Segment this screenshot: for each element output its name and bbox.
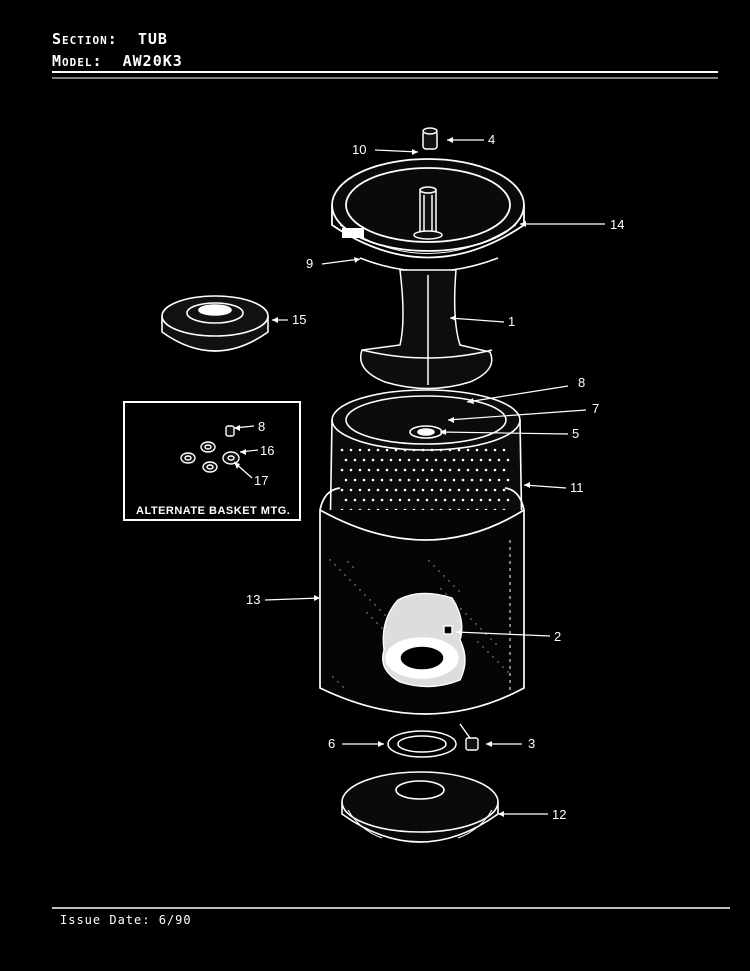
callout-10: 10 xyxy=(352,142,366,157)
callout-6: 6 xyxy=(328,736,335,751)
leader-lines xyxy=(233,139,605,815)
callout-12: 12 xyxy=(552,807,566,822)
part-12-base xyxy=(341,771,499,843)
inset-caption: ALTERNATE BASKET MTG. xyxy=(136,505,290,517)
inset-frame xyxy=(123,401,301,521)
section-value: TUB xyxy=(137,30,168,48)
spline-shaft xyxy=(413,186,443,240)
part-1-agitator xyxy=(360,269,493,390)
issue-date-value: 6/90 xyxy=(158,913,192,927)
callout-3: 3 xyxy=(528,736,535,751)
callout-4: 4 xyxy=(488,132,495,147)
model-heading: Model: AW20K3 xyxy=(52,52,183,70)
model-value: AW20K3 xyxy=(122,52,183,70)
callout-15: 15 xyxy=(292,312,306,327)
inset-callout-17: 17 xyxy=(254,473,268,488)
part-4-cap xyxy=(422,127,438,150)
callout-13: 13 xyxy=(246,592,260,607)
issue-date: Issue Date: 6/90 xyxy=(60,913,192,927)
part-3-bolt xyxy=(459,723,479,751)
part-15-cap xyxy=(161,295,269,352)
section-heading: Section: TUB xyxy=(52,30,168,48)
part-2-drive-boot xyxy=(382,592,466,688)
callout-9: 9 xyxy=(306,256,313,271)
callout-14: 14 xyxy=(610,217,624,232)
inset-callout-8: 8 xyxy=(258,419,265,434)
section-label: Section: xyxy=(52,30,118,48)
callout-5: 5 xyxy=(572,426,579,441)
model-label: Model: xyxy=(52,52,103,70)
leader-arrowheads xyxy=(234,137,530,817)
alternate-basket-inset: ALTERNATE BASKET MTG. xyxy=(123,401,301,521)
callout-1: 1 xyxy=(508,314,515,329)
inset-nuts xyxy=(180,425,240,473)
callout-8: 8 xyxy=(578,375,585,390)
callout-7: 7 xyxy=(592,401,599,416)
callout-2: 2 xyxy=(554,629,561,644)
part-6-seal xyxy=(387,730,457,758)
inset-callout-16: 16 xyxy=(260,443,274,458)
issue-date-label: Issue Date: xyxy=(60,913,151,927)
callout-11: 11 xyxy=(570,480,584,495)
